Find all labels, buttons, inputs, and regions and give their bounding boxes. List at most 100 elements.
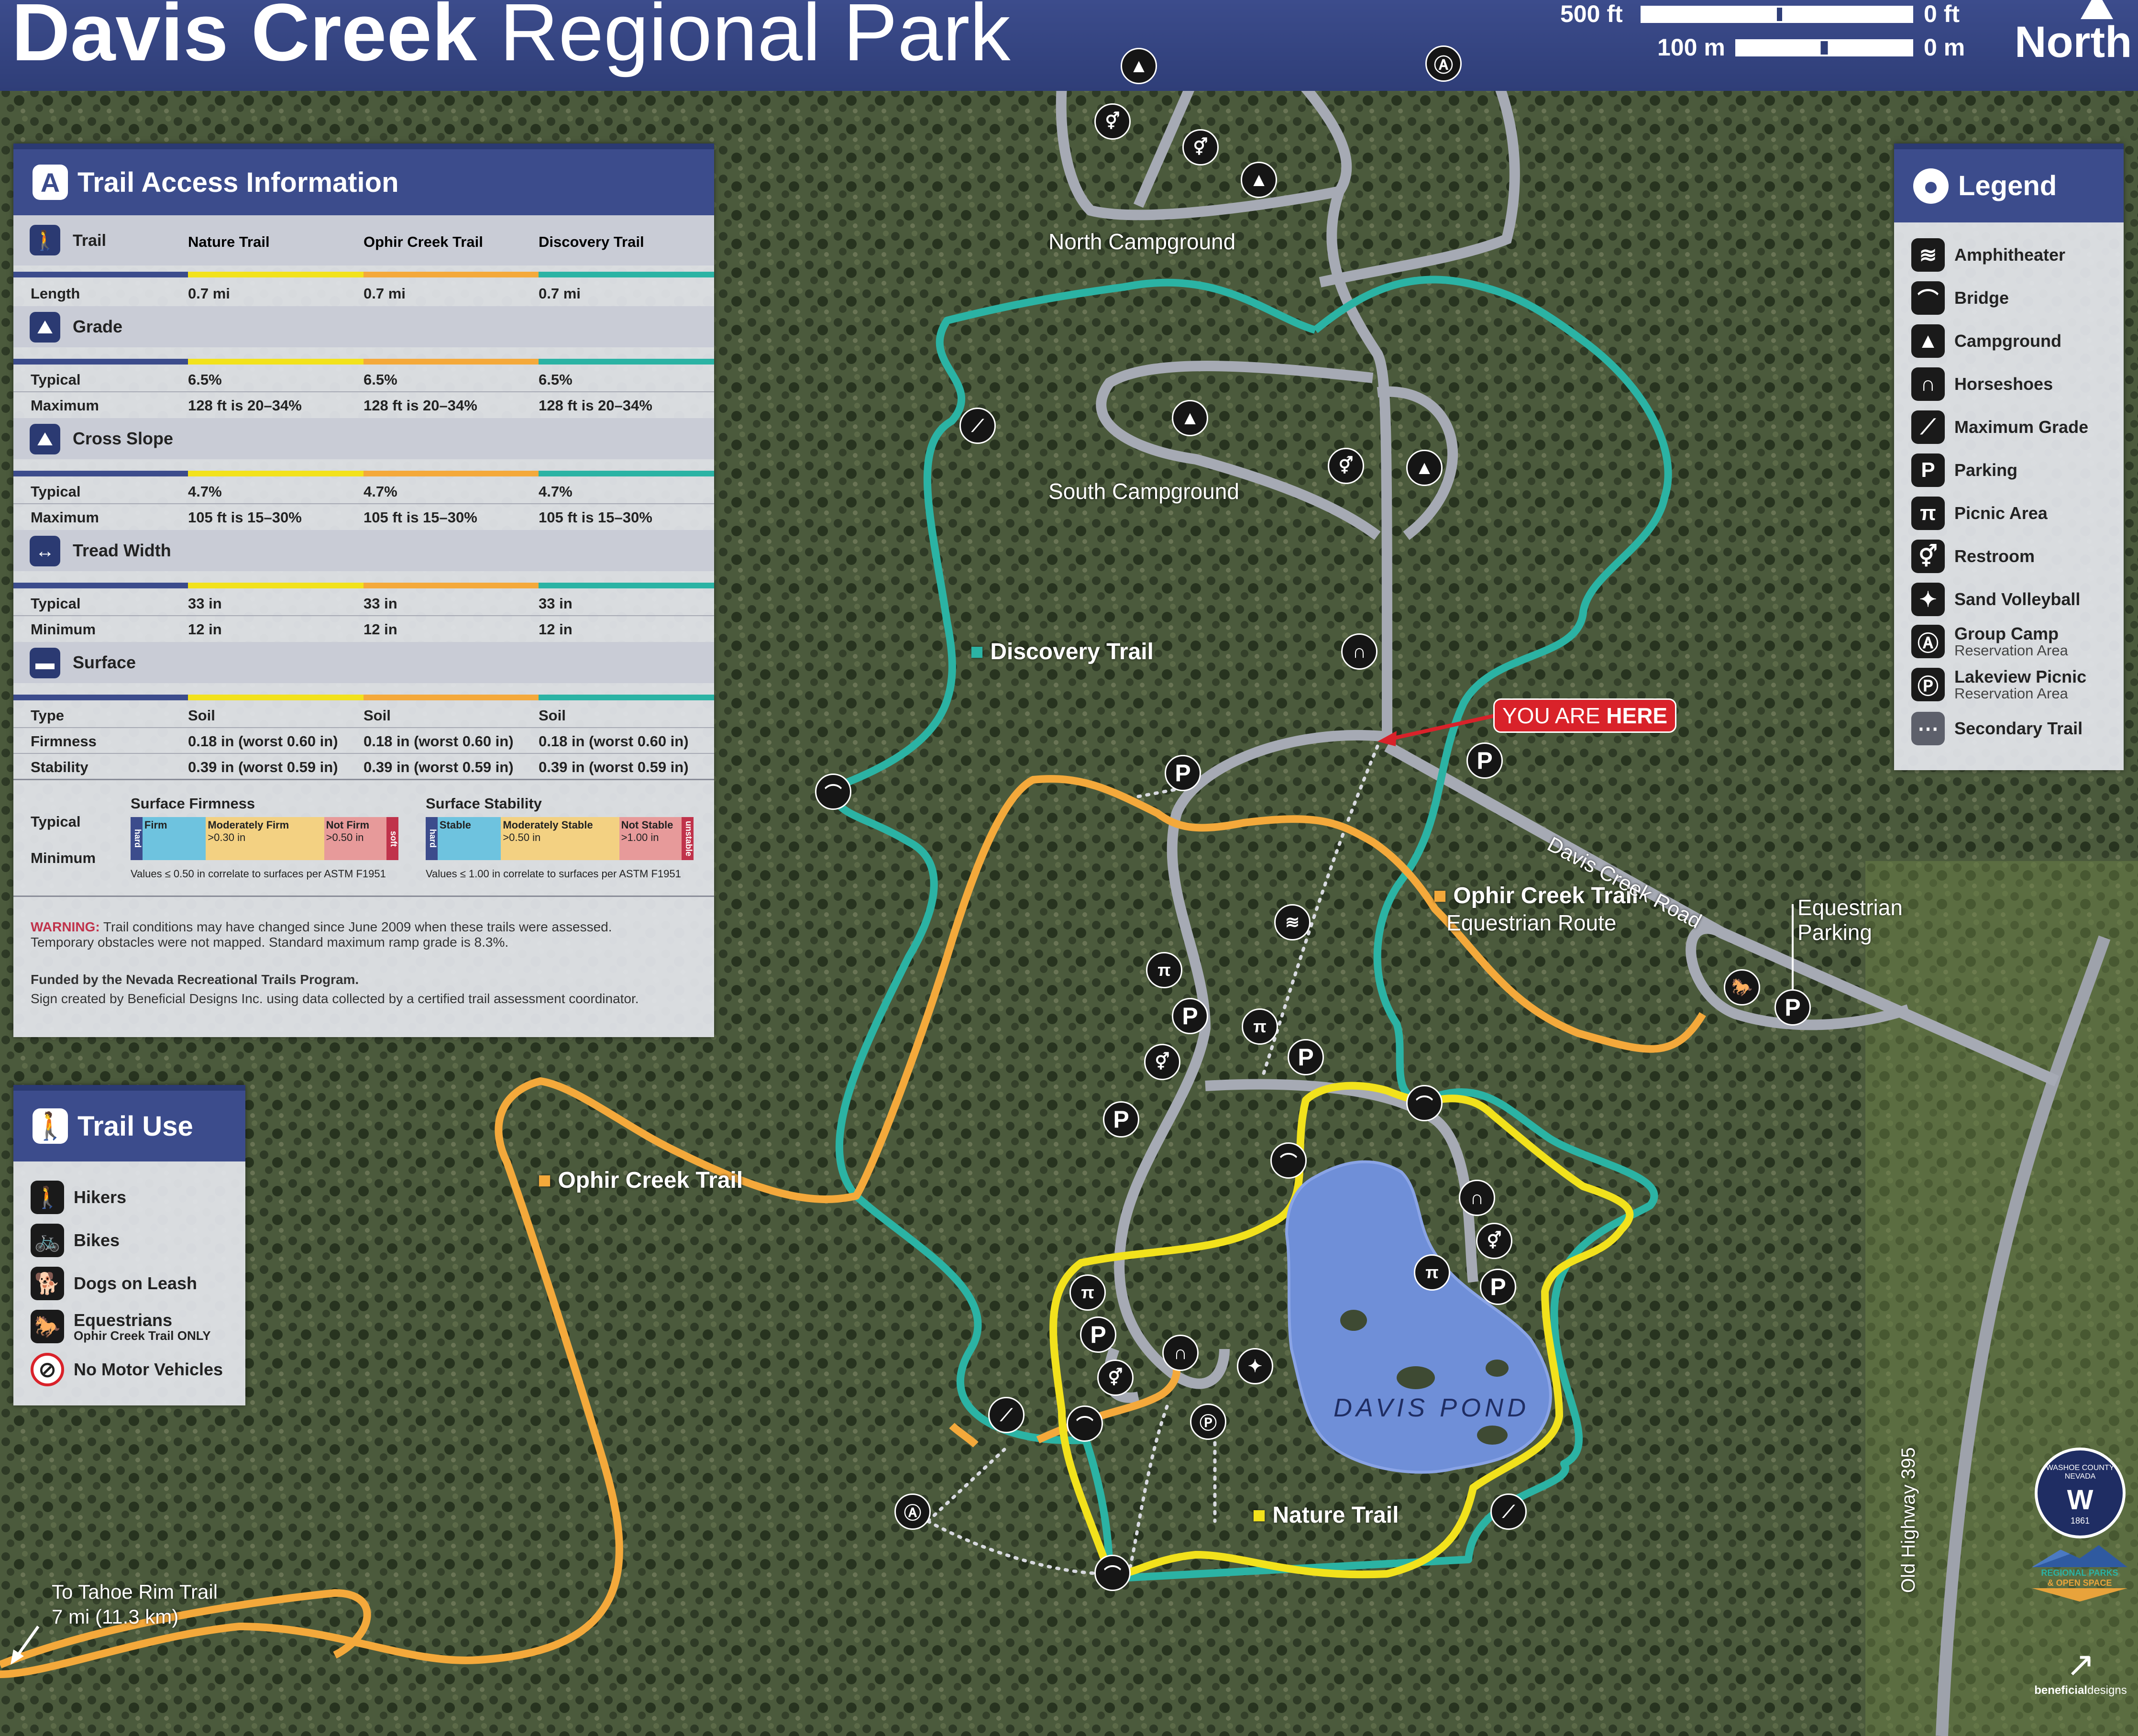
credit-text: Sign created by Beneficial Designs Inc. …: [31, 991, 639, 1006]
map-pin-icon: ●: [1913, 168, 1949, 204]
campground-icon: ▲: [1911, 324, 1945, 358]
you-are-here-arrow: [1389, 713, 1498, 741]
horse-icon: 🐎: [31, 1310, 64, 1343]
scale-m-label: 100 m: [1657, 34, 1725, 61]
davis-pond-label: DAVIS POND: [1333, 1393, 1530, 1422]
park-title: Davis Creek Regional Park: [11, 0, 1011, 78]
restroom-icon: ⚥: [1328, 448, 1364, 484]
trail-use-dogs: 🐕Dogs on Leash: [31, 1267, 197, 1300]
beneficial-designs-icon: ↗: [2066, 1646, 2095, 1684]
equestrian-route-label: Equestrian Route: [1446, 910, 1617, 935]
bridge-icon: ⌒: [1067, 1405, 1103, 1442]
ophir-creek-trail-east-label: ■ Ophir Creek Trail: [1433, 883, 1639, 908]
tahoe-rim-label-2: 7 mi (11.3 km): [52, 1605, 179, 1628]
surface-section: ▬Surface: [13, 642, 714, 683]
group-camp-icon: Ⓐ: [1911, 625, 1945, 658]
horse-icon: 🐎: [1724, 969, 1760, 1006]
col-ophir-creek-trail: Ophir Creek Trail: [364, 233, 483, 250]
parking-icon: P: [1103, 1101, 1139, 1138]
hiker-icon: 🚶: [33, 1108, 68, 1144]
cross-slope-bars: [13, 471, 714, 476]
tread-width-icon: ↔: [30, 536, 60, 566]
restroom-icon: ⚥: [1097, 1360, 1134, 1396]
legend-restroom: ⚥Restroom: [1911, 540, 2035, 573]
group-camp-icon: Ⓐ: [1425, 45, 1462, 82]
equestrian-parking-loop: [1686, 923, 1910, 1030]
scale-ft-zero: 0 ft: [1924, 0, 1960, 27]
scale-ft-bar: [1641, 6, 1913, 23]
lakeview-picnic-icon: Ⓟ: [1911, 668, 1945, 701]
picnic-area-icon: π: [1911, 497, 1945, 530]
hiker-icon: 🚶: [30, 225, 60, 255]
trail-use-no-motor: ⊘No Motor Vehicles: [31, 1353, 223, 1386]
trail-use-bikes: 🚲Bikes: [31, 1224, 120, 1257]
stability-scale: hard Stable Moderately Stable>0.50 in No…: [426, 817, 694, 860]
bridge-icon: ⌒: [815, 774, 851, 810]
regional-parks-logo: REGIONAL PARKS & OPEN SPACE: [2032, 1545, 2127, 1612]
trail-access-title: Trail Access Information: [77, 166, 399, 198]
old-highway-395: [1936, 935, 2111, 1736]
parking-icon: P: [1165, 755, 1201, 791]
maximum-grade-icon: ⟋: [959, 408, 996, 444]
grade-bars: [13, 359, 714, 365]
grade-section: ⛰Grade: [13, 306, 714, 347]
nature-trail-label: ■ Nature Trail: [1252, 1503, 1399, 1528]
surface-icon: ▬: [30, 648, 60, 678]
campground-icon: ▲: [1121, 48, 1157, 84]
picnic-area-icon: π: [1069, 1274, 1106, 1311]
north-label: North: [2015, 18, 2132, 66]
legend-horseshoes: ∩Horseshoes: [1911, 367, 2053, 401]
trail-use-panel: 🚶Trail Use 🚶Hikers 🚲Bikes 🐕Dogs on Leash…: [13, 1085, 245, 1405]
bridge-icon: ⌒: [1406, 1085, 1443, 1121]
legend-bridge: ⌒Bridge: [1911, 281, 2009, 315]
horseshoes-icon: ∩: [1162, 1335, 1199, 1371]
trail-use-hikers: 🚶Hikers: [31, 1181, 126, 1214]
campground-icon: ▲: [1406, 450, 1443, 486]
parking-icon: P: [1911, 453, 1945, 487]
grade-icon: ⛰: [30, 312, 60, 343]
parking-icon: P: [1288, 1039, 1324, 1075]
trail-header-row: 🚶 Trail Nature Trail Ophir Creek Trail D…: [13, 215, 714, 265]
horseshoes-icon: ∩: [1341, 633, 1378, 670]
maximum-grade-icon: ⟋: [1490, 1493, 1527, 1530]
horseshoes-icon: ∩: [1459, 1180, 1495, 1216]
parking-icon: P: [1172, 998, 1208, 1034]
campground-icon: ▲: [1241, 162, 1277, 198]
scale-m-bar: [1735, 39, 1913, 56]
amphitheater-icon: ≋: [1274, 904, 1311, 940]
maximum-grade-icon: ⟋: [988, 1397, 1025, 1433]
firmness-scale-title: Surface Firmness: [131, 795, 255, 812]
parking-icon: P: [1466, 742, 1503, 779]
legend-sand-volleyball: ✦Sand Volleyball: [1911, 583, 2080, 616]
north-arrow-icon: [2081, 0, 2113, 19]
firmness-note: Values ≤ 0.50 in correlate to surfaces p…: [131, 868, 386, 880]
amphitheater-icon: ≋: [1911, 238, 1945, 272]
picnic-area-icon: π: [1242, 1008, 1278, 1045]
secondary-trail-icon: ⋯: [1911, 712, 1945, 745]
secondary-trails: [926, 744, 1379, 1576]
north-campground-label: North Campground: [1048, 229, 1236, 254]
warning-text: WARNING: Trail conditions may have chang…: [31, 919, 612, 950]
washoe-county-seal: WASHOE COUNTY NEVADA W 1861: [2035, 1448, 2126, 1538]
funded-text: Funded by the Nevada Recreational Trails…: [31, 972, 359, 987]
restroom-icon: ⚥: [1144, 1044, 1180, 1080]
trail-access-panel: A Trail Access Information 🚶 Trail Natur…: [13, 144, 714, 1037]
stability-scale-title: Surface Stability: [426, 795, 542, 812]
davis-pond: [1285, 1160, 1552, 1474]
parking-icon: P: [1480, 1269, 1516, 1305]
stability-note: Values ≤ 1.00 in correlate to surfaces p…: [426, 868, 681, 880]
scale-m-zero: 0 m: [1924, 34, 1965, 61]
bike-icon: 🚲: [31, 1224, 64, 1257]
title-bar: Davis Creek Regional Park 500 ft 0 ft 10…: [0, 0, 2138, 91]
equestrian-parking-label-2: Parking: [1797, 920, 1872, 945]
you-are-here-badge: YOU ARE HERE: [1493, 698, 1677, 733]
no-motor-icon: ⊘: [31, 1353, 64, 1386]
bridge-icon: ⌒: [1911, 281, 1945, 315]
parking-icon: P: [1774, 989, 1811, 1026]
discovery-trail-path: [833, 276, 1672, 1582]
